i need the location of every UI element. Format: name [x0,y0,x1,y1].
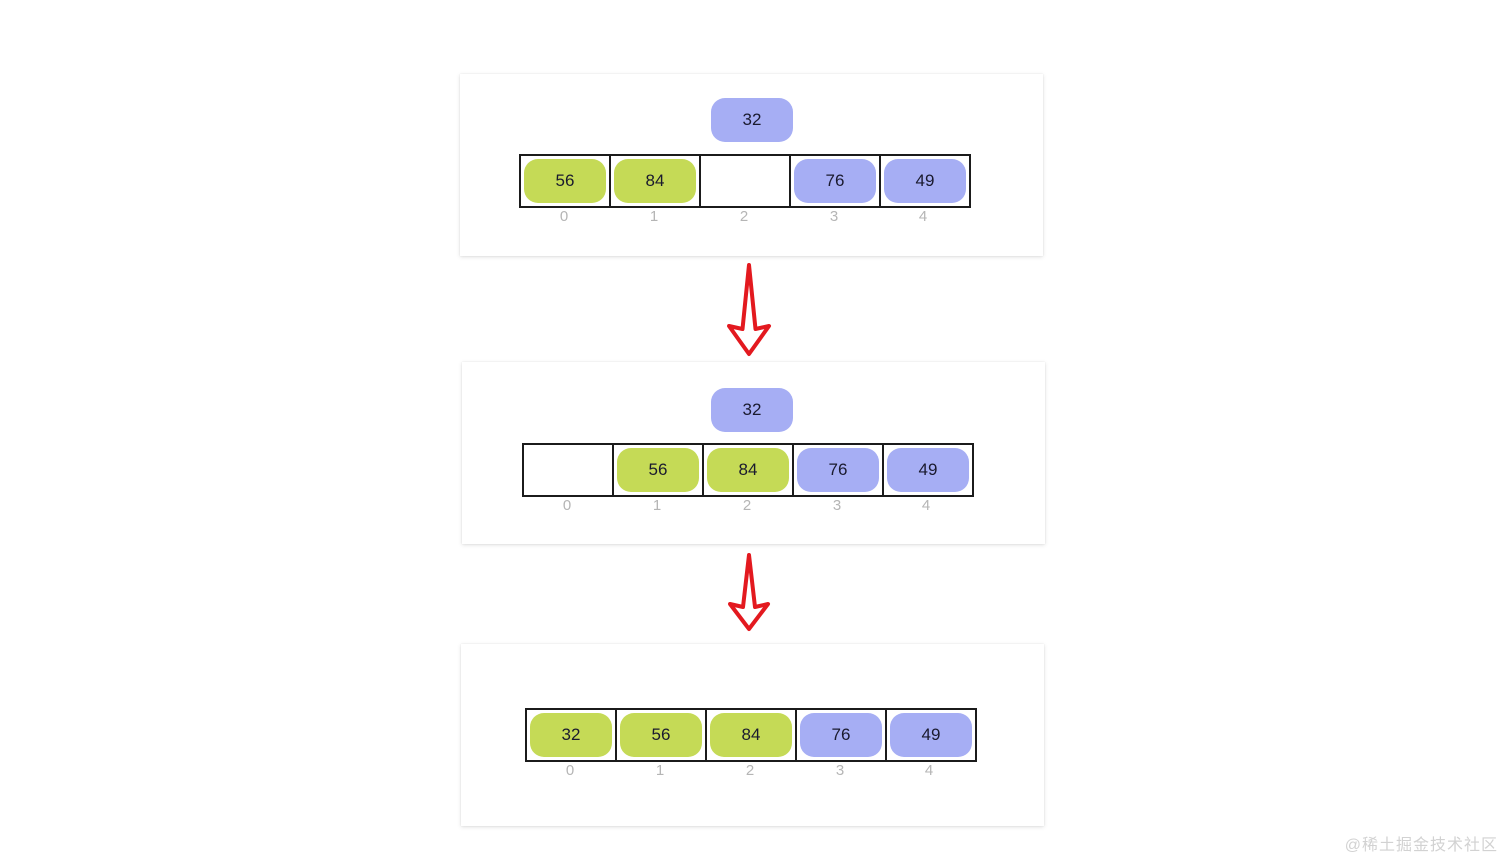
index-label: 1 [655,762,665,779]
cell-value: 56 [555,171,575,190]
cell-value: 56 [648,460,668,479]
cell-value: 49 [921,725,941,744]
array-cell[interactable]: 49 [881,156,969,206]
value-pill: 56 [620,713,702,757]
value-pill: 76 [794,159,876,203]
held-value-label: 32 [742,400,762,419]
array-cell-empty[interactable] [524,445,614,495]
value-pill: 49 [887,448,969,492]
array-cell[interactable]: 76 [794,445,884,495]
held-value-label: 32 [742,110,762,129]
value-pill: 84 [710,713,792,757]
cell-value: 84 [738,460,758,479]
index-label: 3 [835,762,845,779]
cell-value: 32 [561,725,581,744]
array-cell[interactable]: 56 [617,710,707,760]
array-cell[interactable]: 84 [611,156,701,206]
arrow-step-2-to-3-icon [728,553,770,631]
index-label: 3 [832,497,842,514]
index-labels-step-2: 0 1 2 3 4 [522,497,970,514]
value-pill [527,448,609,492]
index-label: 3 [829,208,839,225]
array-cell[interactable]: 56 [614,445,704,495]
index-label: 1 [649,208,659,225]
cell-value: 76 [828,460,848,479]
value-pill [704,159,786,203]
cell-value: 76 [825,171,845,190]
array-cell[interactable]: 76 [797,710,887,760]
value-pill: 56 [617,448,699,492]
value-pill: 84 [614,159,696,203]
array-cell[interactable]: 49 [887,710,975,760]
value-pill: 76 [797,448,879,492]
array-cell[interactable]: 76 [791,156,881,206]
array-cell[interactable]: 32 [527,710,617,760]
cell-value: 49 [918,460,938,479]
index-label: 0 [565,762,575,779]
value-pill: 32 [530,713,612,757]
value-pill: 56 [524,159,606,203]
index-label: 0 [559,208,569,225]
index-label: 1 [652,497,662,514]
index-label: 2 [742,497,752,514]
value-pill: 49 [890,713,972,757]
value-pill: 49 [884,159,966,203]
index-label: 4 [924,762,934,779]
index-labels-step-1: 0 1 2 3 4 [519,208,967,225]
cell-value: 84 [741,725,761,744]
arrow-step-1-to-2-icon [727,263,771,356]
array-cell[interactable]: 56 [521,156,611,206]
array-grid-step-1: 56 84 76 49 [519,154,971,208]
index-label: 4 [918,208,928,225]
index-label: 0 [562,497,572,514]
array-cell[interactable]: 49 [884,445,972,495]
cell-value: 76 [831,725,851,744]
watermark: @稀土掘金技术社区 [1344,837,1498,854]
cell-value: 49 [915,171,935,190]
array-cell[interactable]: 84 [704,445,794,495]
index-label: 4 [921,497,931,514]
array-grid-step-2: 56 84 76 49 [522,443,974,497]
cell-value: 84 [645,171,665,190]
array-cell[interactable]: 84 [707,710,797,760]
value-pill: 76 [800,713,882,757]
array-grid-step-3: 32 56 84 76 49 [525,708,977,762]
cell-value: 56 [651,725,671,744]
array-cell-empty[interactable] [701,156,791,206]
index-label: 2 [745,762,755,779]
value-pill: 84 [707,448,789,492]
index-label: 2 [739,208,749,225]
held-value-pill-step-1: 32 [711,98,793,142]
index-labels-step-3: 0 1 2 3 4 [525,762,973,779]
held-value-pill-step-2: 32 [711,388,793,432]
